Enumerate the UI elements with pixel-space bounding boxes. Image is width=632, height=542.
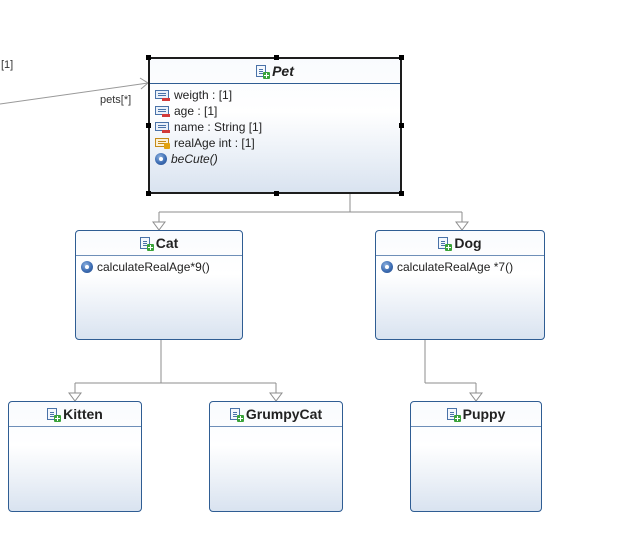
- operation-becute[interactable]: beCute(): [155, 151, 395, 167]
- attribute-age[interactable]: age : [1]: [155, 103, 395, 119]
- operation-label: calculateRealAge*9(): [97, 260, 210, 274]
- class-dog-header: Dog: [376, 231, 544, 256]
- class-kitten[interactable]: Kitten: [8, 401, 142, 512]
- class-puppy[interactable]: Puppy: [410, 401, 542, 512]
- dog-generalization[interactable]: [424, 339, 483, 402]
- generalization-arrowhead: [469, 392, 483, 402]
- attribute-label: realAge int : [1]: [174, 136, 255, 150]
- class-puppy-name: Puppy: [462, 406, 506, 422]
- class-icon: [229, 407, 244, 422]
- resize-handle-w[interactable]: [146, 123, 151, 128]
- attribute-icon: [155, 89, 170, 101]
- generalization-arrowhead: [455, 221, 469, 231]
- class-cat[interactable]: Cat calculateRealAge*9(): [75, 230, 243, 340]
- cat-generalization[interactable]: [68, 339, 283, 402]
- operation-label: calculateRealAge *7(): [397, 260, 514, 274]
- class-kitten-header: Kitten: [9, 402, 141, 427]
- resize-handle-se[interactable]: [399, 191, 404, 196]
- attribute-weigth[interactable]: weigth : [1]: [155, 87, 395, 103]
- generalization-arrowhead: [269, 392, 283, 402]
- operation-calculaterealage[interactable]: calculateRealAge *7(): [381, 259, 539, 275]
- class-icon: [256, 64, 271, 79]
- generalization-arrowhead: [68, 392, 82, 402]
- resize-handle-n[interactable]: [274, 55, 279, 60]
- class-puppy-header: Puppy: [411, 402, 541, 427]
- pets-association-line[interactable]: [0, 82, 149, 105]
- generalization-arrowhead: [152, 221, 166, 231]
- pets-role-label: pets[*]: [100, 94, 132, 106]
- class-dog-name: Dog: [454, 235, 482, 251]
- resize-handle-ne[interactable]: [399, 55, 404, 60]
- operation-calculaterealage[interactable]: calculateRealAge*9(): [81, 259, 237, 275]
- resize-handle-s[interactable]: [274, 191, 279, 196]
- class-icon: [446, 407, 461, 422]
- operation-icon: [155, 153, 167, 165]
- class-dog[interactable]: Dog calculateRealAge *7(): [375, 230, 545, 340]
- class-pet-members: weigth : [1] age : [1] name : String [1]…: [150, 84, 400, 170]
- class-icon: [438, 236, 453, 251]
- attribute-icon: [155, 105, 170, 117]
- class-dog-members: calculateRealAge *7(): [376, 256, 544, 278]
- operation-label: beCute(): [171, 152, 218, 166]
- attribute-label: name : String [1]: [174, 120, 263, 134]
- resize-handle-nw[interactable]: [146, 55, 151, 60]
- attribute-name[interactable]: name : String [1]: [155, 119, 395, 135]
- attribute-icon: [155, 121, 170, 133]
- class-icon: [47, 407, 62, 422]
- class-cat-header: Cat: [76, 231, 242, 256]
- class-icon: [139, 236, 154, 251]
- class-pet-name: Pet: [272, 63, 294, 79]
- attribute-realage[interactable]: realAge int : [1]: [155, 135, 395, 151]
- left-multiplicity-label: [1]: [1, 59, 14, 71]
- class-kitten-name: Kitten: [63, 406, 103, 422]
- class-cat-members: calculateRealAge*9(): [76, 256, 242, 278]
- class-grumpycat[interactable]: GrumpyCat: [209, 401, 343, 512]
- operation-icon: [381, 261, 393, 273]
- derived-attribute-icon: [155, 137, 170, 149]
- operation-icon: [81, 261, 93, 273]
- resize-handle-sw[interactable]: [146, 191, 151, 196]
- class-grumpycat-name: GrumpyCat: [245, 406, 323, 422]
- pet-generalization[interactable]: [152, 194, 469, 231]
- resize-handle-e[interactable]: [399, 123, 404, 128]
- class-grumpycat-header: GrumpyCat: [210, 402, 342, 427]
- attribute-label: age : [1]: [174, 104, 218, 118]
- class-pet-header: Pet: [150, 59, 400, 84]
- attribute-label: weigth : [1]: [174, 88, 233, 102]
- class-cat-name: Cat: [155, 235, 179, 251]
- class-pet[interactable]: Pet weigth : [1] age : [1] name : String…: [146, 55, 404, 196]
